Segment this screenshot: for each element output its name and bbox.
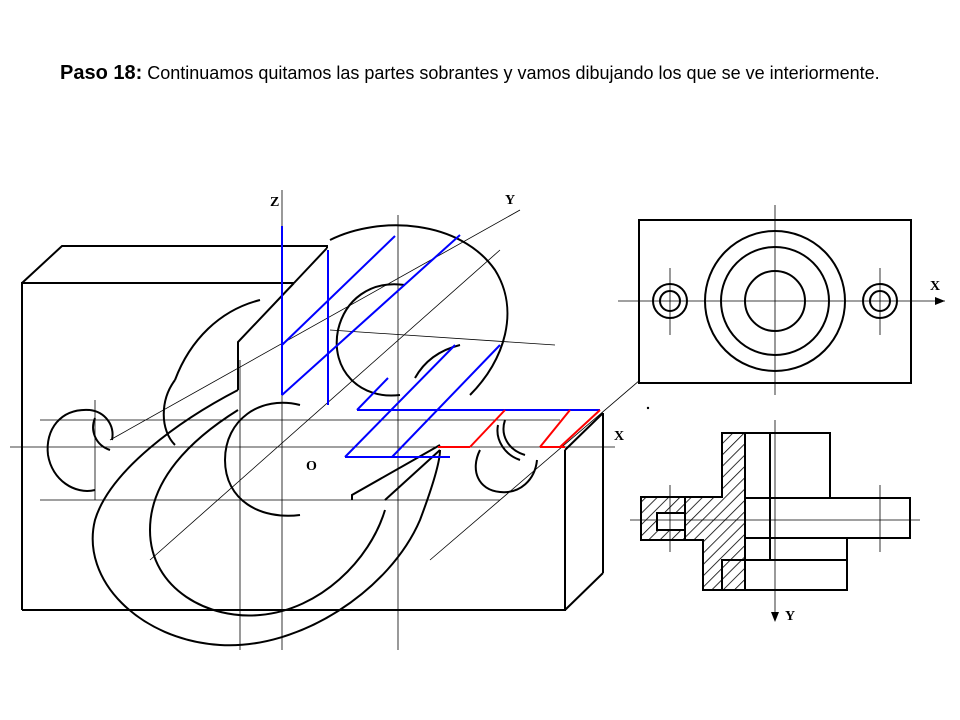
section-body	[721, 432, 911, 591]
iso-side-bosses	[46, 408, 538, 494]
plan-center-lines	[618, 205, 945, 395]
isometric-view: Z Y X O	[10, 190, 650, 650]
step-caption: Paso 18: Continuamos quitamos las partes…	[60, 60, 900, 86]
step-number: Paso 18:	[60, 62, 143, 84]
plan-view: X	[618, 205, 945, 395]
x-axis-label: X	[614, 429, 624, 444]
section-y-label: Y	[785, 609, 795, 624]
iso-construction-lines	[10, 190, 641, 650]
section-center-lines	[630, 420, 920, 612]
iso-rings	[91, 224, 509, 647]
step-description: Continuamos quitamos las partes sobrante…	[142, 63, 880, 83]
iso-hidden-lines	[281, 226, 600, 458]
z-axis-label: Z	[270, 195, 279, 210]
iso-section-lines	[438, 409, 601, 448]
iso-slot	[237, 282, 441, 501]
section-pocket	[656, 512, 686, 531]
section-y-arrow	[771, 612, 779, 622]
y-axis-label: Y	[505, 193, 515, 208]
plan-x-label: X	[930, 279, 940, 294]
stray-dot	[646, 406, 650, 410]
section-view: Y	[630, 420, 920, 624]
iso-prism	[21, 245, 604, 611]
plan-x-arrow	[935, 297, 945, 305]
plan-circles	[652, 230, 898, 372]
section-hatched	[640, 432, 746, 591]
origin-label: O	[306, 459, 317, 474]
